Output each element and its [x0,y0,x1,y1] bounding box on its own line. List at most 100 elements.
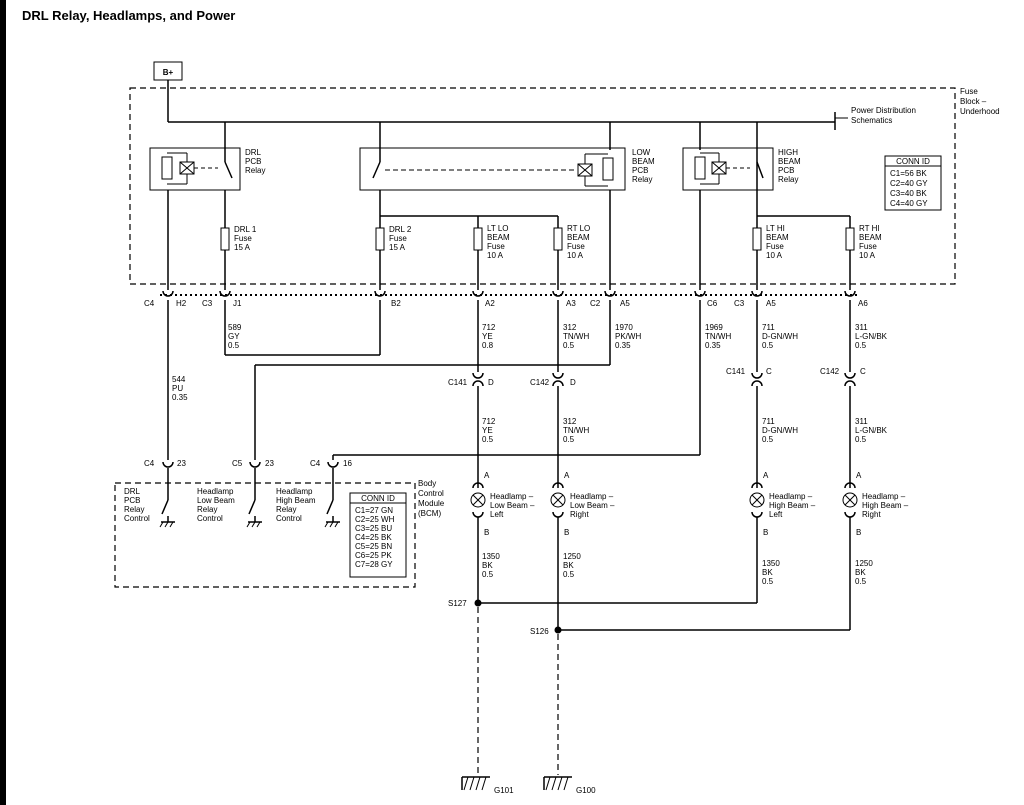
battery-label: B+ [163,68,174,77]
wire-label: 0.5 [563,435,575,444]
lamp-label: High Beam – [862,501,909,510]
bcm-conn-id-row: C7=28 GY [355,560,393,569]
wire-label: PU [172,384,183,393]
wire-label: 0.5 [855,435,867,444]
bcm-control-label: Control [197,514,223,523]
wire-label: GY [228,332,240,341]
low-relay-label-4: Relay [632,175,652,184]
bcm-conn-id-box [349,492,407,578]
fuse-label: BEAM [859,233,882,242]
bcm-conn-id-row: C1=27 GN [355,506,393,515]
pin-conn: C3 [734,299,745,308]
wire-label: 0.5 [563,570,575,579]
pin-id: A6 [858,299,868,308]
low-beam-relay [359,147,626,191]
wire-label: PK/WH [615,332,641,341]
fuse-label: DRL 2 [389,225,412,234]
fuse-conn-id-box [884,155,942,211]
inline-connector-id: C142 [530,378,550,387]
wire-label: 0.5 [482,570,494,579]
page-title: DRL Relay, Headlamps, and Power [22,8,236,23]
fuse-label: DRL 1 [234,225,257,234]
splice-label: S127 [448,599,467,608]
lamp-pin: B [484,528,489,537]
wire-label: 312 [563,323,577,332]
lamp-label: Left [769,510,783,519]
lamp-label: Low Beam – [490,501,535,510]
high-relay-label-3: PCB [778,166,794,175]
bcm-conn-id-row: C6=25 PK [355,551,392,560]
wire-label: D-GN/WH [762,426,798,435]
fuse-block-boundary [129,87,956,285]
wire-label: 1250 [855,559,873,568]
fuse-label: 10 A [766,251,783,260]
lamp-label: Headlamp – [769,492,813,501]
fuse-label: 10 A [567,251,584,260]
bcm-control-label: Headlamp [197,487,234,496]
wire-label: 1970 [615,323,633,332]
pd-schematics-label-2: Schematics [851,116,892,125]
wire-label: 0.35 [705,341,721,350]
splice-s127 [474,599,482,607]
lamp-label: Low Beam – [570,501,615,510]
fuse-label: Fuse [766,242,784,251]
fuse-conn-id-row: C3=40 BK [890,189,927,198]
pin-conn: C2 [590,299,601,308]
bcm-label-4: (BCM) [418,509,441,518]
fuse-label: BEAM [567,233,590,242]
bcm-conn-id-row: C3=25 BU [355,524,392,533]
low-relay-label-1: LOW [632,148,651,157]
fuse-drl2 [375,227,385,251]
lamp-pin: B [763,528,768,537]
wire-label: 311 [855,417,868,426]
bcm-label-3: Module [418,499,445,508]
wire-label: 1969 [705,323,723,332]
bcm-pin-id: 23 [177,459,186,468]
ground-g101 [461,776,490,791]
fuse-label: BEAM [487,233,510,242]
headlamp-high-right [842,482,858,518]
wire-label: 0.8 [482,341,494,350]
bcm-control-label: Relay [124,505,144,514]
inline-connector-pin: D [488,378,494,387]
bcm-control-label: Headlamp [276,487,313,496]
fuse-block-label-2: Block – [960,97,987,106]
fuse-conn-id-row: C4=40 GY [890,199,928,208]
fuse-label: 15 A [389,243,406,252]
wire-label: BK [563,561,574,570]
wire-label: YE [482,332,493,341]
wire-label: 711 [762,323,775,332]
wire-label: 589 [228,323,242,332]
wire-label: 0.35 [172,393,188,402]
inline-connector-pin: C [766,367,772,376]
lamp-pin: A [856,471,862,480]
wire-label: 0.5 [855,341,867,350]
wire-label: 0.5 [482,435,494,444]
bcm-control-label: Relay [197,505,217,514]
wire-label: TN/WH [705,332,731,341]
fuse-label: 10 A [859,251,876,260]
pin-conn: C3 [202,299,213,308]
wire-label: 0.5 [228,341,240,350]
ground-label: G101 [494,786,514,795]
bcm-label-2: Control [418,489,444,498]
wire-label: 0.5 [563,341,575,350]
bcm-pin-conn: C4 [310,459,321,468]
wire-label: 0.5 [762,577,774,586]
fuse-label: LT LO [487,224,509,233]
drl-relay-label-2: PCB [245,157,261,166]
wire-label: D-GN/WH [762,332,798,341]
bcm-pin-id: 16 [343,459,352,468]
bcm-pin-id: 23 [265,459,274,468]
wire-label: BK [762,568,773,577]
ground-label: G100 [576,786,596,795]
bcm-pin-conn: C4 [144,459,155,468]
fuse-label: RT HI [859,224,880,233]
wire-label: L-GN/BK [855,426,888,435]
lamp-label: Left [490,510,504,519]
lamp-pin: B [856,528,861,537]
low-relay-label-3: PCB [632,166,648,175]
bcm-control-label: High Beam [276,496,316,505]
lamp-pin: A [484,471,490,480]
